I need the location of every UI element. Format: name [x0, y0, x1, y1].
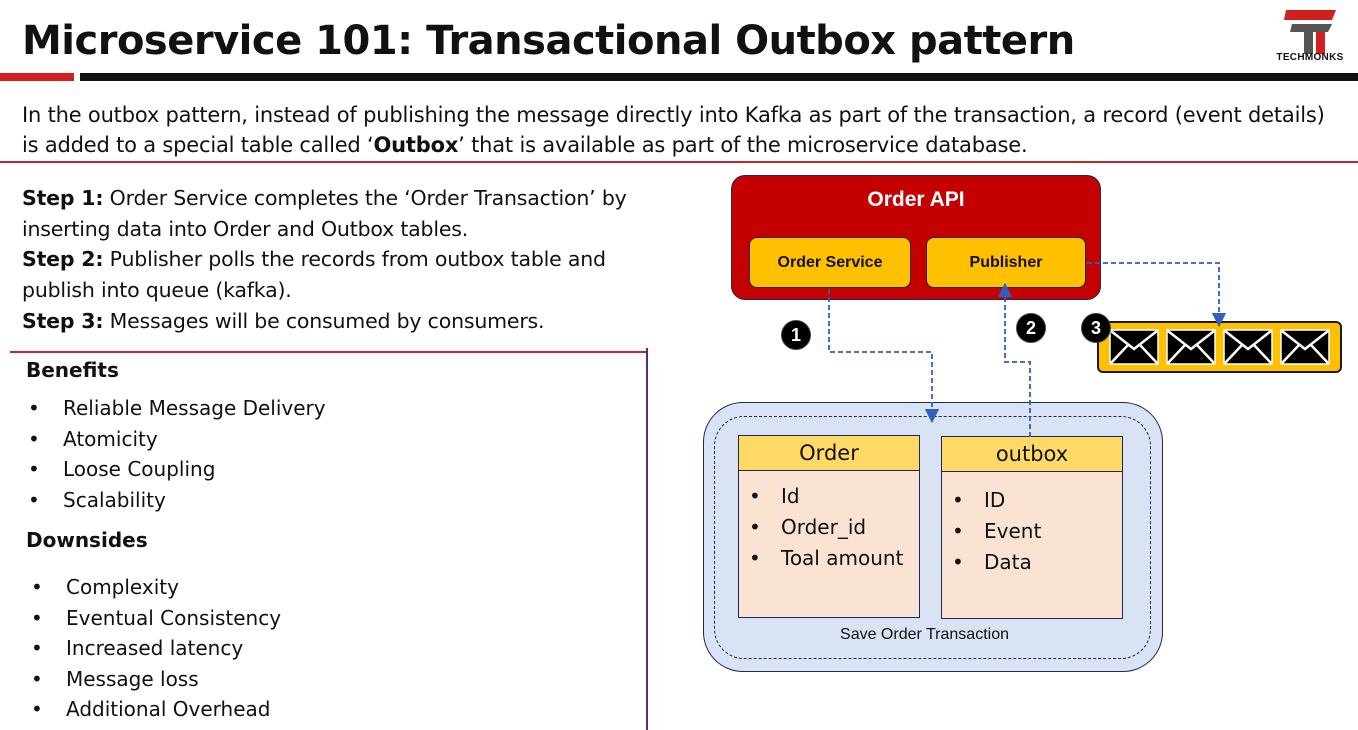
list-item: Atomicity — [28, 424, 326, 455]
step-2-text: Publisher polls the records from outbox … — [22, 247, 606, 303]
table-field: Toal amount — [739, 543, 919, 574]
step-1-text: Order Service completes the ‘Order Trans… — [22, 186, 627, 241]
step-3-text: Messages will be consumed by consumers. — [103, 308, 545, 333]
envelope-icon — [1166, 329, 1216, 365]
step-3-label: Step 3: — [22, 308, 104, 333]
order-table: Order Id Order_id Toal amount — [738, 435, 920, 618]
list-item: Scalability — [28, 485, 326, 516]
step-3: Step 3: Messages will be consumed by con… — [22, 306, 642, 337]
list-item: Message loss — [31, 664, 281, 695]
step-1-connector — [828, 289, 940, 424]
table-field: Id — [739, 481, 919, 512]
downsides-list: Complexity Eventual Consistency Increase… — [31, 572, 281, 725]
envelope-icon — [1108, 329, 1159, 365]
outbox-table-fields: ID Event Data — [942, 485, 1122, 578]
step-2: Step 2: Publisher polls the records from… — [22, 244, 642, 305]
intro-outbox-term: Outbox — [373, 133, 459, 157]
techmonks-logo-icon — [1284, 10, 1336, 54]
envelope-icon — [1280, 329, 1331, 365]
outbox-table: outbox ID Event Data — [941, 436, 1123, 619]
title-underline — [80, 73, 1358, 81]
intro-line-1: In the outbox pattern, instead of publis… — [22, 103, 1325, 127]
title-underline-accent — [0, 73, 74, 81]
list-item: Eventual Consistency — [31, 603, 281, 634]
publisher-box: Publisher — [926, 237, 1086, 288]
step-1: Step 1: Order Service completes the ‘Ord… — [22, 183, 642, 244]
kafka-queue — [1097, 321, 1342, 373]
intro-paragraph: In the outbox pattern, instead of publis… — [22, 100, 1342, 160]
list-item: Complexity — [31, 572, 281, 603]
section-divider — [0, 161, 1358, 163]
page-title: Microservice 101: Transactional Outbox p… — [22, 18, 1075, 64]
downsides-heading: Downsides — [26, 528, 148, 552]
step-2-label: Step 2: — [22, 247, 104, 272]
step-3-connector — [1087, 262, 1227, 328]
order-service-box: Order Service — [749, 237, 911, 288]
envelope-icon — [1223, 329, 1273, 365]
table-field: ID — [942, 485, 1122, 516]
steps-divider — [10, 351, 648, 353]
step-1-label: Step 1: — [22, 186, 104, 210]
table-field: Order_id — [739, 512, 919, 543]
table-field: Data — [942, 547, 1122, 578]
table-field: Event — [942, 516, 1122, 547]
step-1-badge: 1 — [781, 320, 811, 350]
step-3-badge: 3 — [1081, 313, 1111, 343]
list-item: Loose Coupling — [28, 454, 326, 485]
order-table-header: Order — [739, 436, 919, 471]
list-item: Increased latency — [31, 633, 281, 664]
step-2-badge: 2 — [1016, 313, 1046, 343]
steps-text: Step 1: Order Service completes the ‘Ord… — [22, 183, 642, 337]
list-item: Additional Overhead — [31, 694, 281, 725]
list-item: Reliable Message Delivery — [28, 393, 326, 424]
benefits-list: Reliable Message Delivery Atomicity Loos… — [28, 393, 326, 515]
logo-wordmark: TECHMONKS — [1276, 52, 1344, 63]
benefits-heading: Benefits — [26, 358, 119, 382]
order-table-fields: Id Order_id Toal amount — [739, 481, 919, 574]
intro-line-2-end: ’ that is available as part of the micro… — [458, 133, 1028, 157]
save-transaction-label: Save Order Transaction — [840, 626, 1009, 643]
outbox-table-header: outbox — [942, 437, 1122, 472]
column-divider — [646, 348, 648, 730]
order-api-title: Order API — [867, 188, 965, 211]
intro-line-2-start: is added to a special table called ‘ — [22, 133, 374, 157]
